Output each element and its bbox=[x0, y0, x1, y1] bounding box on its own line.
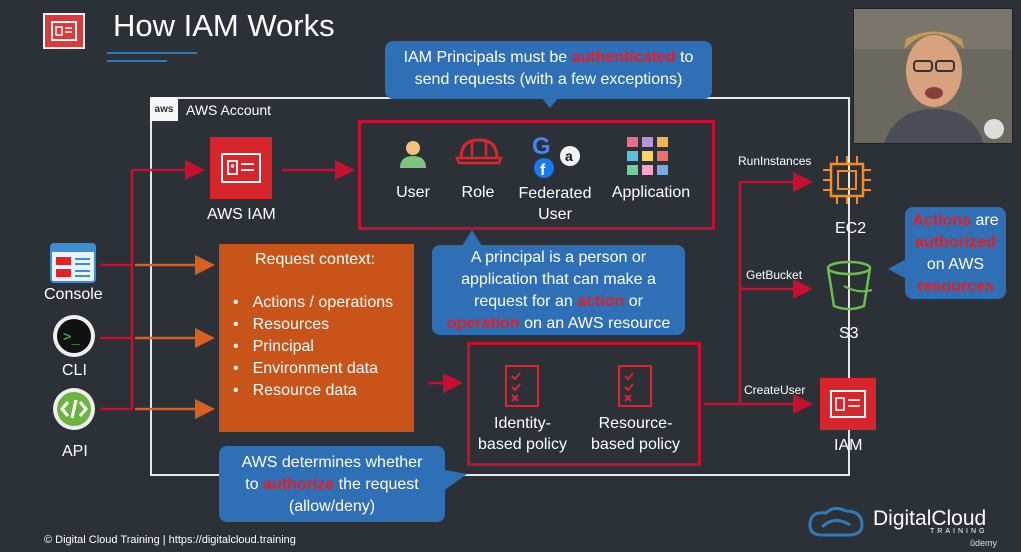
aws-iam-label: AWS IAM bbox=[207, 206, 276, 223]
list-item: Environment data bbox=[233, 358, 393, 380]
policy-line: Resource- bbox=[598, 415, 673, 432]
callout-text: AWS determines whether bbox=[241, 454, 423, 471]
api-code-icon bbox=[52, 387, 96, 436]
policies-box bbox=[467, 342, 701, 466]
callout-text: request for an bbox=[474, 293, 578, 310]
request-context-list: Actions / operations Resources Principal… bbox=[233, 292, 394, 402]
brand-sub: TRAINING bbox=[930, 528, 988, 535]
principal-user-label: User bbox=[396, 184, 430, 201]
callout-text: or bbox=[624, 293, 643, 310]
policy-line: based policy bbox=[478, 436, 567, 453]
callout-text: are bbox=[971, 212, 999, 229]
svg-text:G: G bbox=[532, 133, 551, 160]
svg-text:f: f bbox=[540, 162, 546, 179]
list-item: Actions / operations bbox=[233, 292, 394, 314]
principals-box bbox=[358, 120, 715, 230]
s3-bucket-icon bbox=[824, 260, 874, 317]
authorize-highlight: authorize bbox=[263, 476, 335, 493]
authorization-callout: AWS determines whether to authorize the … bbox=[219, 446, 445, 522]
callout-pointer bbox=[888, 258, 908, 280]
federated-line2: User bbox=[538, 206, 572, 223]
callout-text: A principal is a person or bbox=[470, 249, 647, 266]
callout-text: to bbox=[675, 49, 694, 66]
actions-highlight: Actions bbox=[912, 212, 972, 229]
principal-federated-label: Federated User bbox=[510, 183, 600, 225]
list-item: Resources bbox=[233, 314, 393, 336]
resources-highlight: resources bbox=[917, 278, 994, 295]
callout-text: the request bbox=[334, 476, 419, 493]
callout-text: (allow/deny) bbox=[288, 498, 376, 515]
action-highlight: action bbox=[577, 293, 625, 310]
iam-icon bbox=[820, 378, 876, 430]
callout-text: to bbox=[245, 476, 264, 493]
principal-role-label: Role bbox=[461, 184, 495, 201]
title-underline bbox=[107, 60, 167, 62]
aws-iam-icon bbox=[210, 137, 272, 199]
authenticated-highlight: authenticated bbox=[571, 49, 676, 66]
callout-pointer bbox=[462, 230, 482, 246]
account-label: AWS Account bbox=[186, 102, 272, 118]
list-item: Resource data bbox=[233, 380, 393, 402]
principal-definition-callout: A principal is a person or application t… bbox=[432, 245, 685, 335]
callout-text: IAM Principals must be bbox=[403, 49, 572, 66]
title-underline bbox=[107, 52, 197, 54]
callout-pointer bbox=[445, 470, 467, 490]
action-label: GetBucket bbox=[746, 268, 803, 282]
user-icon bbox=[397, 138, 429, 175]
ec2-chip-icon bbox=[823, 154, 871, 211]
page-title: How IAM Works bbox=[113, 8, 335, 43]
role-hardhat-icon bbox=[455, 136, 503, 171]
authentication-callout: IAM Principals must be authenticated to … bbox=[385, 41, 712, 99]
footer-copyright: © Digital Cloud Training | https://digit… bbox=[44, 534, 296, 546]
checklist-icon bbox=[617, 364, 653, 413]
digitalcloud-logo-icon bbox=[804, 505, 868, 544]
source-cli-label: CLI bbox=[62, 362, 87, 379]
callout-text: application that can make a bbox=[461, 271, 656, 288]
brand-name: DigitalCloud bbox=[873, 507, 987, 530]
source-console-label: Console bbox=[44, 286, 103, 303]
presenter-video bbox=[853, 8, 1013, 144]
application-grid-icon bbox=[626, 136, 670, 181]
service-iam-label: IAM bbox=[834, 437, 863, 454]
source-api-label: API bbox=[62, 443, 88, 460]
federated-line1: Federated bbox=[518, 185, 592, 202]
callout-text: on an AWS resource bbox=[519, 315, 671, 332]
action-label: RunInstances bbox=[738, 154, 812, 168]
request-context-title: Request context: bbox=[255, 251, 376, 268]
policy-line: based policy bbox=[591, 436, 680, 453]
cli-terminal-icon: >_ bbox=[52, 314, 96, 363]
svg-text:a: a bbox=[565, 148, 573, 164]
authorized-highlight: authorized bbox=[915, 234, 996, 251]
action-label: CreateUser bbox=[744, 383, 806, 397]
policy-line: Identity- bbox=[494, 415, 551, 432]
principal-application-label: Application bbox=[611, 184, 691, 201]
authorized-callout: Actions are authorized on AWS resources bbox=[905, 207, 1006, 299]
checklist-icon bbox=[504, 364, 540, 413]
callout-pointer bbox=[540, 96, 560, 108]
list-item: Principal bbox=[233, 336, 393, 358]
callout-text: on AWS bbox=[926, 256, 985, 273]
aws-logo-icon: aws bbox=[150, 97, 178, 121]
svg-text:>_: >_ bbox=[63, 329, 80, 345]
udemy-watermark: ûdemy bbox=[970, 538, 998, 548]
resource-policy-label: Resource- based policy bbox=[583, 413, 688, 455]
service-ec2-label: EC2 bbox=[835, 220, 867, 237]
service-s3-label: S3 bbox=[839, 325, 859, 342]
identity-policy-label: Identity- based policy bbox=[470, 413, 575, 455]
console-window-icon bbox=[50, 243, 96, 288]
callout-text: send requests (with a few exceptions) bbox=[414, 71, 683, 88]
iam-title-icon bbox=[43, 13, 85, 49]
operation-highlight: operation bbox=[446, 315, 520, 332]
